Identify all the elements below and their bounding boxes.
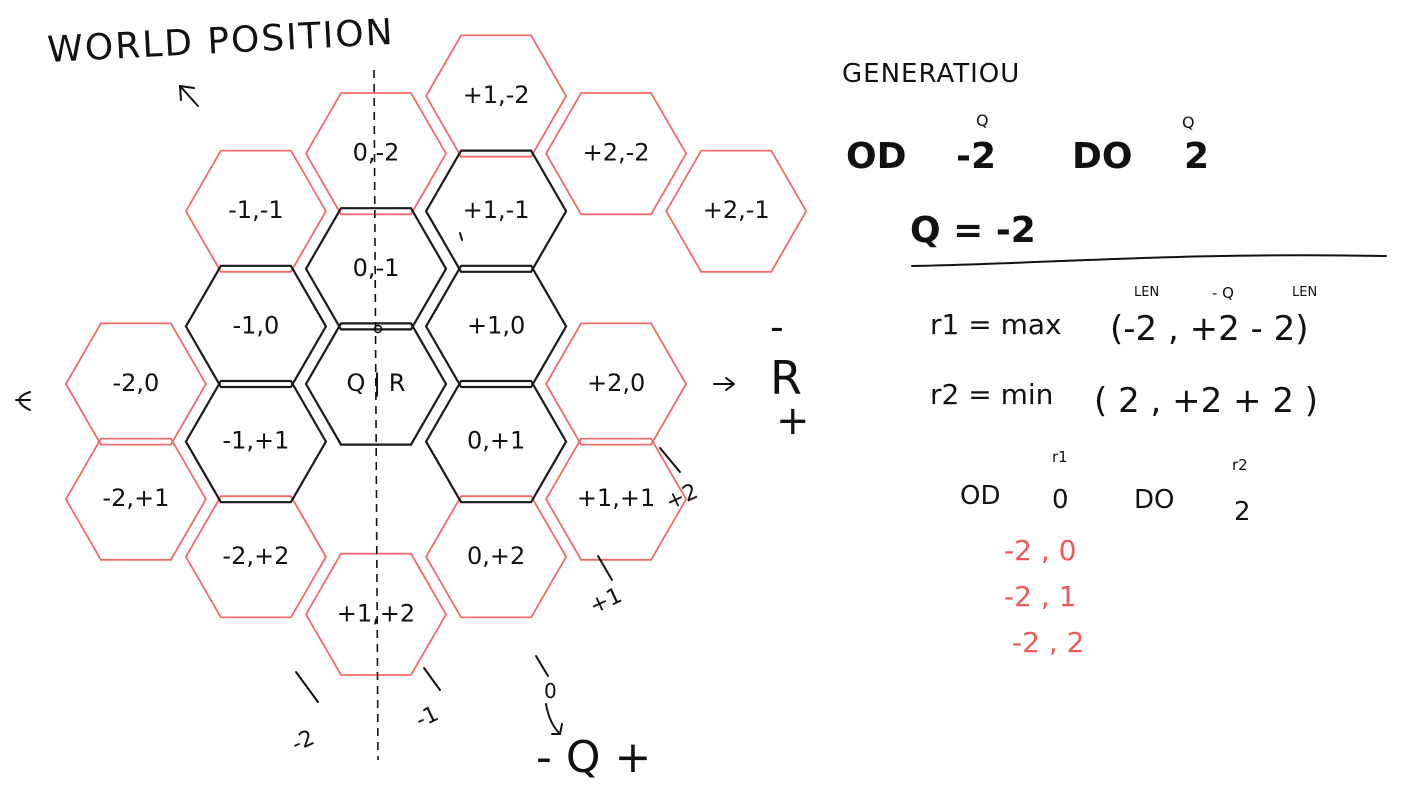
row1-do: DO — [1072, 136, 1133, 177]
q-axis-label: - Q + — [536, 732, 651, 783]
r-axis-label: R — [770, 351, 802, 405]
r1-arguments: (-2 , +2 - 2) — [1110, 309, 1309, 349]
inner-hex-label-2: -1,0 — [232, 311, 279, 339]
outer-hex-8 — [545, 437, 688, 561]
bottom-mark-minus1: -1 — [412, 702, 442, 734]
left-arrow-icon — [15, 391, 31, 411]
outer-hex-label-11: 0,+2 — [467, 542, 525, 570]
divider-line — [911, 254, 1387, 267]
outer-hex-label-3: -1,-1 — [228, 196, 284, 224]
row2-od: OD — [960, 481, 1001, 511]
super-q-2: Q — [1182, 113, 1195, 132]
inner-hex-4 — [424, 264, 568, 389]
outer-hex-3 — [184, 149, 327, 273]
outer-hex-5 — [64, 322, 207, 446]
r2-arguments: ( 2 , +2 + 2 ) — [1094, 381, 1318, 421]
down-arrow-icon — [545, 703, 563, 735]
inner-hex-1 — [424, 149, 568, 273]
bottom-mark-zero: 0 — [544, 679, 557, 703]
outer-hex-label-9: -2,+2 — [222, 542, 289, 570]
outer-hex-label-0: 0,-2 — [353, 139, 400, 167]
result-1: -2 , 0 — [1004, 534, 1076, 567]
vertical-dashed-axis — [373, 69, 379, 761]
diagram-title: WORLD POSITION — [46, 12, 395, 71]
inner-hex-label-1: +1,-1 — [463, 196, 530, 224]
row1-od-value: -2 — [956, 136, 996, 177]
up-left-arrow-icon — [179, 85, 199, 107]
inner-hex-2 — [184, 264, 328, 389]
result-2: -2 , 1 — [1004, 580, 1076, 613]
diagonal-mark-bottom-2 — [423, 667, 441, 691]
outer-hex-label-7: -2,+1 — [102, 484, 169, 512]
outer-hex-label-8: +1,+1 — [577, 484, 655, 512]
outer-hex-4 — [665, 149, 808, 273]
diagonal-mark-bottom-3 — [535, 655, 549, 677]
super-r2: r2 — [1232, 456, 1248, 474]
inner-hex-label-6: 0,+1 — [467, 427, 525, 455]
inner-hex-label-5: -1,+1 — [222, 427, 289, 455]
right-mark-plus1: +1 — [586, 583, 626, 619]
r-axis-minus: - — [770, 305, 784, 349]
row2-do: DO — [1134, 485, 1175, 515]
outer-hex-ring — [64, 34, 808, 676]
diagonal-mark-bottom-1 — [295, 671, 319, 703]
result-3: -2 , 2 — [1012, 626, 1084, 659]
outer-hex-9 — [184, 495, 327, 619]
inner-hex-0 — [304, 207, 448, 331]
inner-hex-label-0: 0,-1 — [353, 254, 400, 282]
row2-do-value: 2 — [1234, 497, 1251, 527]
super-r1: r1 — [1052, 448, 1068, 466]
r1-formula: r1 = max — [930, 308, 1062, 341]
outer-hex-label-10: +1,+2 — [337, 599, 415, 627]
outer-hex-10 — [304, 552, 448, 676]
outer-hex-label-5: -2,0 — [112, 369, 159, 397]
right-mark-plus2: +2 — [662, 479, 702, 515]
super-q-1: Q — [976, 111, 989, 130]
inner-hex-6 — [424, 379, 568, 504]
inner-hex-5 — [184, 379, 328, 504]
outer-hex-label-1: +1,-2 — [463, 81, 530, 109]
outer-hex-label-6: +2,0 — [587, 369, 645, 397]
q-equation: Q = -2 — [910, 210, 1036, 251]
outer-hex-0 — [304, 92, 448, 216]
row1-do-value: 2 — [1184, 136, 1209, 177]
outer-hex-11 — [425, 495, 568, 619]
outer-hex-2 — [545, 92, 688, 216]
diagonal-mark-right-1 — [659, 447, 681, 473]
outer-hex-1 — [425, 34, 568, 158]
r1-super-q: - Q — [1212, 284, 1234, 302]
inner-hex-ring — [184, 149, 568, 504]
r1-super-len-2: LEN — [1292, 285, 1317, 300]
right-arrow-icon — [713, 377, 735, 391]
row1-od: OD — [846, 136, 907, 177]
bottom-mark-minus2: -2 — [288, 726, 318, 758]
inner-hex-label-4: +1,0 — [467, 311, 525, 339]
r-axis-plus: + — [776, 398, 810, 444]
tick-mark — [459, 232, 463, 241]
row2-od-value: 0 — [1052, 485, 1069, 515]
hex-labels: 0,-2 +1,-2 +2,-2 -1,-1 +2,-1 -2,0 +2,0 -2,+1 +1,… — [102, 81, 769, 627]
r2-formula: r2 = min — [930, 378, 1053, 411]
outer-hex-6 — [545, 322, 688, 446]
outer-hex-label-4: +2,-1 — [703, 196, 770, 224]
origin-mark — [373, 324, 383, 334]
diagonal-mark-right-2 — [597, 555, 613, 581]
outer-hex-7 — [64, 437, 207, 561]
generation-heading: GENERATIOU — [842, 59, 1020, 89]
inner-hex-3 — [304, 322, 448, 446]
r1-super-len-1: LEN — [1134, 285, 1159, 300]
outer-hex-label-2: +2,-2 — [583, 139, 650, 167]
